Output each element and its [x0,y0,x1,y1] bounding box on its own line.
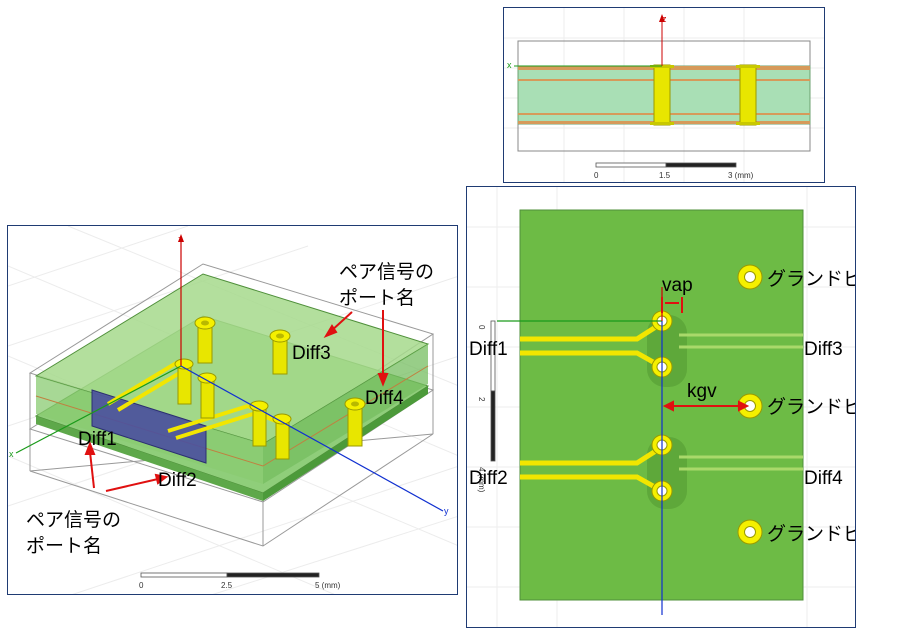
iso-diff4-label: Diff4 [365,388,404,409]
x-axis [15,365,182,454]
plan-diff2-label: Diff2 [469,468,508,489]
plan-diff4-label: Diff4 [804,468,843,489]
scale-tick-2: 3 (mm) [728,171,754,180]
z-axis-label: z [178,234,183,244]
isometric-panel: z x y Diff3 Diff4 Diff1 Diff2 ペア信号の ポート名… [7,225,458,595]
vap-label: vap [662,275,693,296]
y-axis-label: y [444,506,449,516]
scale-bar: 0 2.5 5 (mm) [139,572,341,590]
plan-diff3-label: Diff3 [804,339,843,360]
ground-via-label-2: グランドビア [767,396,856,418]
ground-via [739,64,757,126]
dimension-arrows [661,297,750,412]
scale-tick-0: 0 [594,171,599,180]
iso-diff2-label: Diff2 [158,470,197,491]
plan-view: 0 2 4 (mm) vap kgv Diff1 Diff2 Diff3 Dif… [467,187,856,627]
vias [174,316,366,460]
iso-diff3-label: Diff3 [292,343,331,364]
scale-tick-0: 0 [139,581,144,590]
callout-top-line1: ペア信号の [339,261,434,283]
iso-diff1-label: Diff1 [78,429,117,450]
callout-bottom-line2: ポート名 [26,535,102,557]
vscale-tick-0: 0 [477,325,486,330]
ground-via-label-3: グランドビア [767,523,856,545]
cross-section-panel: z x 0 1.5 3 (mm) [503,7,825,183]
scale-bar: 0 1.5 3 (mm) [594,162,754,180]
vscale-tick-1: 2 [477,397,486,402]
cross-section-view: z x 0 1.5 3 (mm) [504,8,824,182]
callout-arrows [84,310,389,492]
y-axis [180,365,444,512]
signal-via [653,64,671,126]
isometric-view: z x y Diff3 Diff4 Diff1 Diff2 ペア信号の ポート名… [8,226,457,594]
plan-diff1-label: Diff1 [469,339,508,360]
callout-bottom-line1: ペア信号の [26,509,121,531]
scale-tick-1: 1.5 [659,171,671,180]
vscale-tick-2: 4 (mm) [477,467,486,493]
z-axis-label: z [662,14,667,24]
scale-tick-2: 5 (mm) [315,581,341,590]
x-axis-label: x [507,60,512,70]
plan-view-panel: 0 2 4 (mm) vap kgv Diff1 Diff2 Diff3 Dif… [466,186,856,628]
callout-top-line2: ポート名 [339,287,415,309]
x-axis-label: x [9,449,14,459]
kgv-label: kgv [687,381,717,402]
ground-via-label-1: グランドビア [767,268,856,290]
vertical-scale-bar: 0 2 4 (mm) [477,320,496,493]
scale-tick-1: 2.5 [221,581,233,590]
